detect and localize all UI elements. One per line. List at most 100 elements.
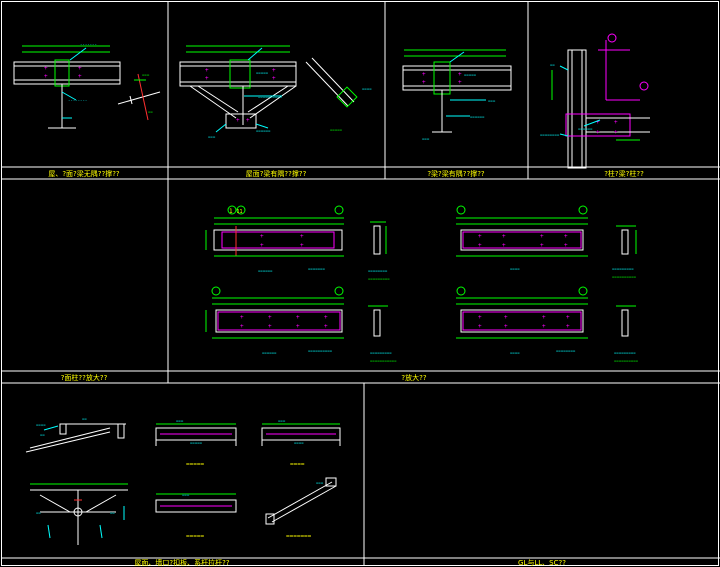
panel3-bolt-holes: ++ ++: [422, 71, 462, 86]
svg-text:+: +: [268, 323, 272, 330]
svg-text:+: +: [478, 314, 482, 321]
roof-eave-section: ==== == ==: [25, 416, 126, 453]
panel4-bolt-holes: + + + +: [596, 119, 618, 136]
svg-text:=====: =====: [464, 72, 477, 77]
axis-bubbles: 1 11: [211, 205, 588, 296]
svg-text:=========: =========: [368, 276, 390, 281]
svg-text:+: +: [614, 129, 618, 136]
svg-text:===: ===: [208, 134, 216, 139]
svg-text:======: ======: [470, 114, 485, 119]
svg-text:========: ========: [540, 132, 560, 137]
svg-text:+: +: [205, 75, 209, 82]
svg-text:+: +: [272, 75, 276, 82]
svg-text:+: +: [564, 233, 568, 240]
svg-text:=========: =========: [614, 350, 636, 355]
panel-roof-eave-ties: ==== == == === ===== ===== === ==== ====: [25, 416, 341, 545]
svg-text:+: +: [540, 242, 544, 249]
svg-text:+: +: [458, 79, 462, 86]
svg-text:=====: =====: [186, 461, 204, 468]
svg-text:=========: =========: [370, 350, 392, 355]
svg-text:+: +: [502, 242, 506, 249]
svg-text:+: +: [504, 314, 508, 321]
svg-text:======: ======: [262, 350, 277, 355]
svg-text:+: +: [260, 242, 264, 249]
svg-text:======: ======: [578, 126, 593, 131]
svg-text:====: ====: [294, 440, 304, 445]
panel-enlarged-details: 1 11 + + + + ====== =======: [205, 205, 639, 363]
svg-text:+: +: [246, 117, 250, 124]
enlarged-beam-1: ++ ++ ====== =======: [205, 217, 344, 273]
svg-text:+: +: [542, 314, 546, 321]
svg-text:+: +: [240, 314, 244, 321]
caption-panel-5: ?面柱??放大??: [61, 373, 108, 382]
svg-text:+: +: [504, 323, 508, 330]
purlin-b: === ==== ====: [261, 418, 341, 468]
svg-text:+: +: [596, 119, 600, 126]
axis-label-1: 1: [229, 208, 233, 215]
svg-text:=======: =======: [308, 266, 325, 271]
svg-text:+: +: [300, 242, 304, 249]
svg-text:+: +: [296, 314, 300, 321]
svg-text:==========: ==========: [612, 274, 637, 279]
svg-text:+: +: [566, 314, 570, 321]
svg-text:==: ==: [148, 109, 153, 114]
svg-text:+: +: [422, 71, 426, 78]
svg-text:==: ==: [36, 510, 41, 515]
svg-text:====: ====: [510, 350, 520, 355]
svg-text:+: +: [614, 119, 618, 126]
svg-text:==: ==: [550, 62, 555, 67]
svg-text:==========: ==========: [308, 348, 333, 353]
enlarged-beam-4: ++ ++ ++ ++ ==== ========: [456, 297, 588, 355]
svg-text:===: ===: [422, 136, 430, 141]
caption-panel-7: 屋面、墙口?扣板、系杆拉杆??: [134, 558, 229, 567]
svg-text:+: +: [596, 129, 600, 136]
svg-text:=====: =====: [186, 533, 204, 540]
svg-text:+: +: [478, 233, 482, 240]
svg-text:======: ======: [256, 128, 271, 133]
svg-text:=======: =======: [286, 533, 312, 540]
tie-rod-plan: == ==: [30, 483, 128, 545]
caption-panel-2: 屋面?梁有隅??撑??: [246, 169, 307, 178]
caption-panel-3: ?梁?梁有隅??撑??: [427, 169, 485, 178]
purlin-a: === ===== =====: [155, 418, 237, 468]
svg-text:========: ========: [368, 268, 388, 273]
svg-text:===========: ===========: [370, 358, 397, 363]
svg-text:+: +: [268, 314, 272, 321]
enlarged-beam-3: ++ ++ ++ ++ ====== ==========: [205, 297, 344, 355]
svg-text:+: +: [542, 323, 546, 330]
svg-text:========: ========: [556, 348, 576, 353]
svg-text:+: +: [502, 233, 506, 240]
svg-text:+: +: [324, 323, 328, 330]
panel-roof-beam-splice: ++ ++ ------- -------- === ==: [13, 42, 161, 129]
enlarged-section-1: ======== =========: [368, 221, 390, 281]
svg-text:+: +: [540, 233, 544, 240]
enlarged-section-2: ========= ==========: [612, 225, 637, 279]
panel-column-top-detail: + + + + == ====== ========: [540, 33, 650, 169]
caption-panel-6: ?放大??: [401, 373, 426, 382]
svg-text:=========: =========: [612, 266, 634, 271]
svg-text:+: +: [324, 314, 328, 321]
svg-text:-------: -------: [80, 42, 97, 47]
svg-text:==: ==: [40, 432, 45, 437]
panel2-bolt-holes: ++ ++ ++: [205, 67, 276, 124]
svg-text:+: +: [44, 73, 48, 80]
svg-text:+: +: [300, 233, 304, 240]
svg-text:===: ===: [488, 98, 496, 103]
svg-text:==: ==: [82, 416, 87, 421]
svg-text:==========: ==========: [614, 358, 639, 363]
svg-text:===: ===: [182, 492, 190, 497]
svg-text:+: +: [236, 117, 240, 124]
caption-panel-8: GL与LL、SC??: [518, 559, 566, 567]
svg-text:+: +: [78, 73, 82, 80]
sag-rod-detail: === =======: [265, 477, 337, 540]
svg-text:+: +: [78, 65, 82, 72]
panel-captions: 屋、?面?梁无隅??撑?? 屋面?梁有隅??撑?? ?梁?梁有隅??撑?? ?柱…: [48, 169, 644, 567]
svg-text:+: +: [564, 242, 568, 249]
svg-text:--------: --------: [68, 98, 87, 103]
panel1-bolt-holes: ++ ++: [44, 65, 82, 80]
svg-text:+: +: [296, 323, 300, 330]
svg-text:+: +: [422, 79, 426, 86]
svg-text:==========: ==========: [258, 94, 283, 99]
